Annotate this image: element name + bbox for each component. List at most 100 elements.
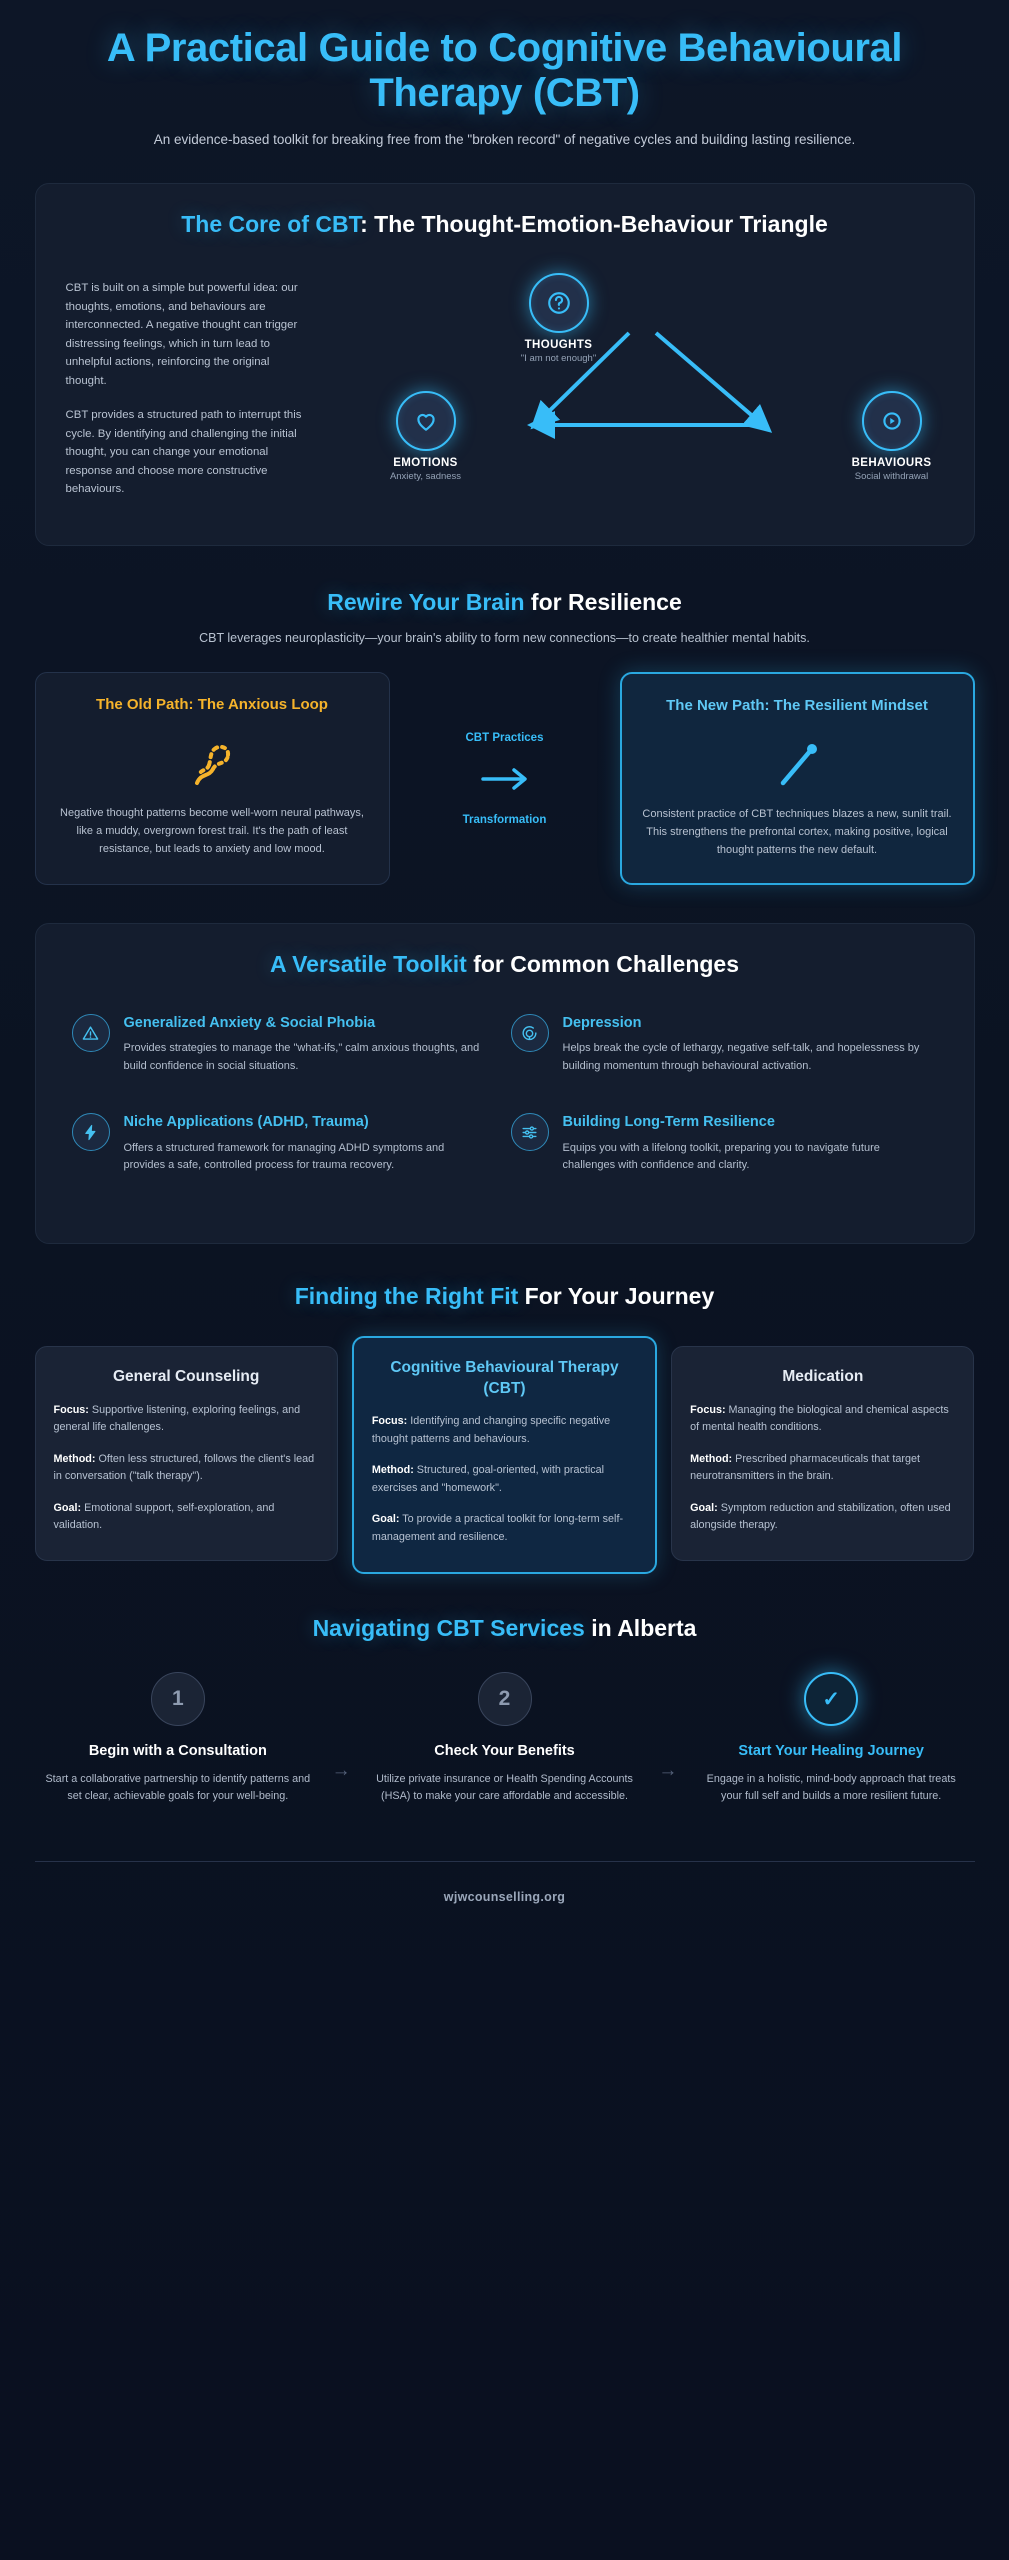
- transformation-label: Transformation: [462, 813, 547, 826]
- fit-heading-accent: Finding the Right Fit: [294, 1282, 519, 1309]
- toolkit-item-depression: Depression Helps break the cycle of leth…: [505, 1014, 944, 1113]
- question-circle-icon: [547, 292, 570, 315]
- comparison-goal-medication: Goal: Symptom reduction and stabilizatio…: [690, 1500, 955, 1535]
- toolkit-title-niche: Niche Applications (ADHD, Trauma): [123, 1114, 369, 1131]
- old-path-icon-wrap: [56, 727, 369, 801]
- toolkit-title-depression: Depression: [562, 1015, 642, 1032]
- toolkit-text-anxiety: Generalized Anxiety & Social Phobia Prov…: [124, 1014, 483, 1075]
- comparison-title-cbt: Cognitive Behavioural Therapy (CBT): [390, 1358, 619, 1397]
- page-footer: wjwcounselling.org: [34, 1861, 975, 1936]
- core-heading-rest: : The Thought-Emotion-Behaviour Triangle: [360, 210, 828, 237]
- comparison-method-medication: Method: Prescribed pharmaceuticals that …: [690, 1451, 955, 1486]
- step-1: 1 Begin with a Consultation Start a coll…: [35, 1672, 322, 1805]
- step-3-body: Engage in a holistic, mind-body approach…: [706, 1772, 956, 1803]
- toolkit-item-resilience: Building Long-Term Resilience Equips you…: [505, 1113, 944, 1212]
- toolkit-title-resilience: Building Long-Term Resilience: [562, 1114, 775, 1131]
- toolkit-panel: A Versatile Toolkit for Common Challenge…: [34, 923, 975, 1244]
- node-thoughts: [528, 273, 589, 334]
- toolkit-icon-wrap-anxiety: [71, 1014, 110, 1053]
- cbt-practices-label: CBT Practices: [465, 731, 544, 744]
- toolkit-text-resilience: Building Long-Term Resilience Equips you…: [563, 1113, 922, 1174]
- new-path-icon-wrap: [642, 728, 953, 802]
- node-emotions-sub: Anxiety, sadness: [389, 471, 462, 483]
- method-label-cbt: Method:: [371, 1464, 414, 1477]
- core-heading-accent: The Core of CBT: [181, 210, 361, 237]
- straight-path-icon: [780, 744, 817, 786]
- method-text-cbt: Structured, goal-oriented, with practica…: [371, 1464, 605, 1494]
- toolkit-text-niche: Niche Applications (ADHD, Trauma) Offers…: [124, 1113, 483, 1174]
- toolkit-heading-accent: A Versatile Toolkit: [269, 951, 467, 978]
- focus-label-general: Focus:: [53, 1403, 89, 1416]
- section-rewire-your-brain: Rewire Your Brain for Resilience CBT lev…: [34, 588, 975, 886]
- step-2-body: Utilize private insurance or Health Spen…: [376, 1772, 633, 1803]
- core-heading: The Core of CBT: The Thought-Emotion-Beh…: [66, 210, 944, 240]
- comparison-card-medication: Medication Focus: Managing the biologica…: [671, 1345, 975, 1562]
- page-title: A Practical Guide to Cognitive Behaviour…: [106, 26, 903, 115]
- core-paragraph-1: CBT is built on a simple but powerful id…: [65, 282, 298, 387]
- method-label-medication: Method:: [690, 1452, 733, 1465]
- goal-text-general: Emotional support, self-exploration, and…: [53, 1501, 275, 1531]
- toolkit-grid: Generalized Anxiety & Social Phobia Prov…: [66, 1014, 944, 1213]
- new-path-title: The New Path: The Resilient Mindset: [666, 697, 928, 715]
- toolkit-icon-wrap-resilience: [510, 1113, 549, 1152]
- focus-label-medication: Focus:: [690, 1403, 726, 1416]
- node-behaviours-label: BEHAVIOURS: [851, 457, 932, 470]
- tangled-path-icon: [195, 745, 231, 786]
- rewire-heading-accent: Rewire Your Brain: [327, 588, 525, 615]
- section-finding-the-right-fit: Finding the Right Fit For Your Journey G…: [34, 1282, 975, 1575]
- toolkit-body-anxiety: Provides strategies to manage the "what-…: [123, 1042, 480, 1072]
- rewire-heading: Rewire Your Brain for Resilience: [35, 588, 975, 618]
- thought-emotion-behaviour-triangle: THOUGHTS "I am not enough" EMOTIONS Anxi…: [328, 273, 944, 503]
- goal-label-medication: Goal:: [690, 1501, 718, 1514]
- comparison-focus-general: Focus: Supportive listening, exploring f…: [54, 1402, 319, 1437]
- toolkit-text-depression: Depression Helps break the cycle of leth…: [563, 1014, 922, 1075]
- node-thoughts-sub: "I am not enough": [520, 353, 597, 365]
- toolkit-heading-rest: for Common Challenges: [466, 951, 740, 978]
- comparison-method-cbt: Method: Structured, goal-oriented, with …: [372, 1462, 637, 1497]
- step-2: 2 Check Your Benefits Utilize private in…: [361, 1672, 648, 1805]
- arrow-right-icon: [480, 767, 527, 790]
- new-path-body: Consistent practice of CBT techniques bl…: [642, 808, 952, 856]
- goal-text-medication: Symptom reduction and stabilization, oft…: [690, 1501, 951, 1531]
- node-emotions-label: EMOTIONS: [393, 457, 458, 470]
- label-thoughts: THOUGHTS "I am not enough": [479, 339, 639, 364]
- toolkit-body-niche: Offers a structured framework for managi…: [123, 1141, 445, 1172]
- old-path-card: The Old Path: The Anxious Loop Negative …: [34, 672, 390, 886]
- lightning-bolt-icon: [85, 1124, 96, 1141]
- method-text-medication: Prescribed pharmaceuticals that target n…: [690, 1452, 920, 1483]
- step-1-title: Begin with a Consultation: [88, 1743, 267, 1760]
- comparison-cards: General Counseling Focus: Supportive lis…: [34, 1335, 975, 1575]
- new-path-card: The New Path: The Resilient Mindset Cons…: [619, 672, 975, 886]
- toolkit-body-resilience: Equips you with a lifelong toolkit, prep…: [562, 1141, 880, 1172]
- toolkit-item-anxiety: Generalized Anxiety & Social Phobia Prov…: [66, 1014, 505, 1113]
- goal-label-cbt: Goal:: [371, 1513, 400, 1526]
- focus-text-cbt: Identifying and changing specific negati…: [371, 1415, 611, 1445]
- comparison-focus-medication: Focus: Managing the biological and chemi…: [690, 1402, 955, 1437]
- step-arrow-2-icon: →: [658, 1760, 678, 1782]
- comparison-focus-cbt: Focus: Identifying and changing specific…: [372, 1413, 637, 1448]
- method-text-general: Often less structured, follows the clien…: [53, 1452, 315, 1483]
- comparison-card-general-counseling: General Counseling Focus: Supportive lis…: [34, 1345, 338, 1562]
- page-subtitle: An evidence-based toolkit for breaking f…: [153, 131, 856, 147]
- comparison-method-general: Method: Often less structured, follows t…: [54, 1451, 319, 1486]
- footer-site-label: wjwcounselling.org: [443, 1890, 566, 1905]
- toolkit-icon-wrap-depression: [510, 1014, 549, 1053]
- comparison-goal-cbt: Goal: To provide a practical toolkit for…: [372, 1511, 637, 1546]
- label-emotions: EMOTIONS Anxiety, sadness: [346, 457, 506, 482]
- steps-row: 1 Begin with a Consultation Start a coll…: [35, 1672, 975, 1805]
- steps-heading-rest: in Alberta: [584, 1615, 697, 1642]
- rewire-subtitle: CBT leverages neuroplasticity—your brain…: [199, 631, 810, 646]
- comparison-card-cbt: Cognitive Behavioural Therapy (CBT) Focu…: [351, 1335, 658, 1575]
- step-arrow-1-icon: →: [331, 1760, 351, 1782]
- hero-header: A Practical Guide to Cognitive Behaviour…: [35, 0, 975, 169]
- paths-comparison: The Old Path: The Anxious Loop Negative …: [34, 672, 975, 886]
- comparison-goal-general: Goal: Emotional support, self-exploratio…: [54, 1500, 319, 1535]
- step-2-badge: 2: [477, 1672, 532, 1727]
- rewire-heading-rest: for Resilience: [524, 588, 682, 615]
- node-behaviours: [861, 391, 922, 452]
- transformation-middle: CBT Practices Transformation: [390, 672, 620, 885]
- play-circle-icon: [882, 412, 901, 431]
- step-3-title: Start Your Healing Journey: [738, 1743, 924, 1760]
- step-1-badge: 1: [150, 1672, 205, 1727]
